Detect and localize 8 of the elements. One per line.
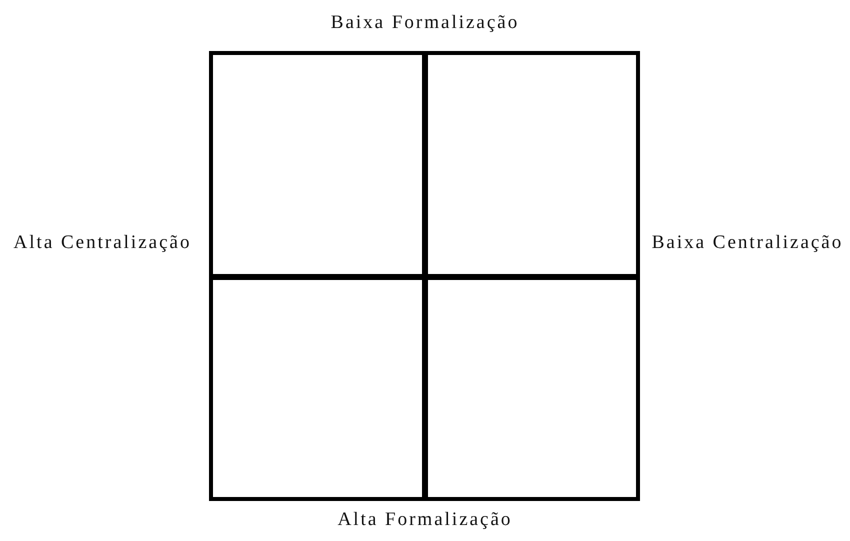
quadrant-box xyxy=(422,274,640,501)
axis-label: Alta Centralização xyxy=(12,231,192,255)
axis-label: Baixa Centralização xyxy=(650,231,844,255)
axis-label: Baixa Formalização xyxy=(330,11,520,35)
quadrant-box xyxy=(422,51,640,280)
quadrant-box xyxy=(209,51,428,280)
quadrant-box xyxy=(209,274,428,501)
axis-label: Alta Formalização xyxy=(336,508,514,532)
